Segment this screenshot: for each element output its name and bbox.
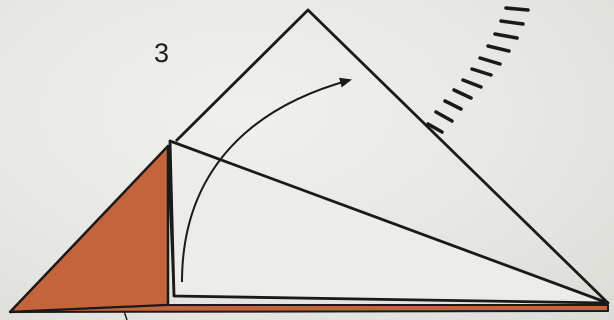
dashed-valley-fold-line [426, 6, 530, 134]
bottom-edge-mark [123, 310, 128, 320]
folding-flap [168, 139, 610, 305]
paper-bottom-strip [9, 304, 609, 313]
folded-triangle-outline [175, 8, 609, 305]
fold-direction-arrow [181, 77, 352, 283]
step-number: 3 [154, 38, 170, 68]
inner-fold-edge [166, 145, 176, 297]
paper-colored-side [8, 144, 170, 314]
